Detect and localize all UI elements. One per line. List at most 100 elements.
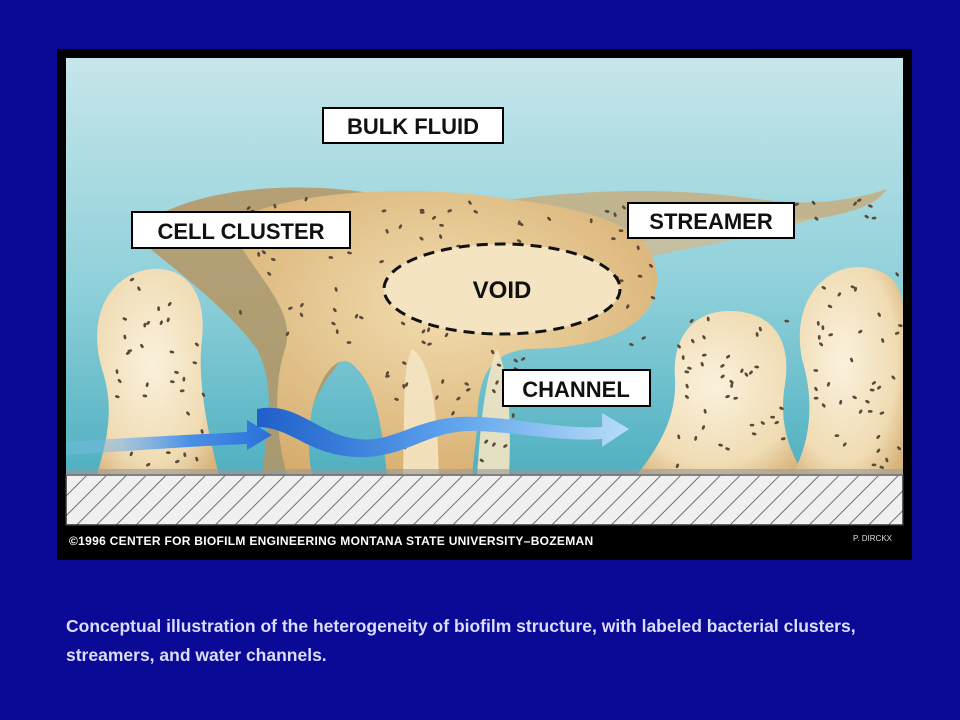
bacterial-cell xyxy=(689,318,694,323)
void-outline xyxy=(382,242,622,336)
bacterial-cell xyxy=(267,271,272,276)
cell-cluster-label: CELL CLUSTER xyxy=(157,219,324,244)
bacterial-cell xyxy=(813,369,819,372)
bacterial-cell xyxy=(891,375,896,380)
bacterial-cell xyxy=(852,395,857,400)
bacterial-cell xyxy=(867,409,873,413)
bacterial-cell xyxy=(876,434,881,439)
bacterial-cell xyxy=(650,296,656,300)
bacterial-cell xyxy=(447,209,452,213)
bacterial-cell xyxy=(169,350,175,354)
bacterial-cell xyxy=(857,198,862,203)
bacterial-cell xyxy=(794,202,799,206)
bacterial-cell xyxy=(270,257,276,262)
bacterial-cell xyxy=(881,338,885,343)
bacterial-cell xyxy=(402,361,407,365)
bacterial-cell xyxy=(513,358,518,363)
bacterial-cell xyxy=(381,209,387,213)
bacterial-cell xyxy=(684,370,690,374)
bacterial-cell xyxy=(331,321,336,326)
bacterial-cell xyxy=(780,437,786,441)
bacterial-cell xyxy=(347,251,352,255)
bacterial-cell xyxy=(733,396,738,400)
channel-label: CHANNEL xyxy=(522,377,630,402)
bacterial-cell xyxy=(811,200,816,205)
bacterial-cell xyxy=(858,329,863,334)
bacterial-cell xyxy=(239,310,242,315)
bacterial-cell xyxy=(858,409,863,414)
bacterial-cell xyxy=(816,321,820,326)
bacterial-cell xyxy=(200,429,204,434)
bacterial-cell xyxy=(864,214,869,219)
bacterial-cell xyxy=(404,382,409,387)
copyright-credit: ©1996 CENTER FOR BIOFILM ENGINEERING MON… xyxy=(69,534,593,548)
bacterial-cell xyxy=(114,395,120,399)
bacterial-cell xyxy=(427,327,431,333)
bacterial-cell xyxy=(511,413,515,418)
bacterial-cell xyxy=(885,457,889,463)
bacterial-cell xyxy=(517,239,522,243)
bacterial-cell xyxy=(354,313,359,319)
bacterial-cells xyxy=(114,196,903,469)
bacterial-cell xyxy=(492,442,496,447)
bacterial-cell xyxy=(473,210,478,214)
label-streamer: STREAMER xyxy=(627,202,795,239)
bacterial-cell xyxy=(421,340,426,345)
bacterial-cell xyxy=(641,336,646,340)
bacterial-cell xyxy=(749,423,755,427)
bacterial-cell xyxy=(261,250,266,255)
bacterial-cell xyxy=(701,353,707,357)
bacterial-cell xyxy=(288,306,293,310)
bacterial-cell xyxy=(183,452,187,458)
bacterial-cell xyxy=(427,342,432,346)
bacterial-cell xyxy=(681,355,685,360)
bacterial-cell xyxy=(398,224,403,229)
bacterial-cell xyxy=(834,434,840,438)
bacterial-cell xyxy=(146,462,151,467)
bacterial-cell xyxy=(166,317,170,323)
bacterial-cell xyxy=(547,216,552,221)
bacterial-cell xyxy=(385,228,389,234)
flow-arrow-left xyxy=(66,420,272,455)
bacterial-cell xyxy=(186,411,190,416)
bacterial-cell xyxy=(725,447,730,451)
flow-arrow-channel xyxy=(257,407,629,458)
bacterial-cell xyxy=(819,342,824,347)
bacterial-cell xyxy=(379,260,384,264)
bacterial-cell xyxy=(814,216,819,221)
bacterial-cell xyxy=(419,236,424,241)
bacterial-cell xyxy=(685,383,689,389)
bacterial-cell xyxy=(246,206,251,211)
bacterial-cell xyxy=(300,302,304,308)
bacterial-cell xyxy=(385,371,389,376)
bacterial-cell xyxy=(495,380,499,385)
bacterial-cell xyxy=(694,436,698,441)
bacterial-cell xyxy=(490,349,495,355)
bacterial-cell xyxy=(503,444,508,448)
bacterial-cell xyxy=(117,378,122,384)
bulk-fluid-label: BULK FLUID xyxy=(347,114,479,139)
bacterial-cell xyxy=(729,380,734,384)
bacterial-cell xyxy=(334,287,338,292)
bacterial-cell xyxy=(174,370,179,374)
bacterial-cell xyxy=(359,315,364,320)
bacterial-cell xyxy=(192,361,198,365)
bacterial-cell xyxy=(439,234,443,239)
bacterial-cell xyxy=(868,204,873,208)
bacterial-cell xyxy=(621,205,626,210)
bacterial-cell xyxy=(175,460,180,464)
streamer-label: STREAMER xyxy=(649,209,773,234)
bacterial-cell xyxy=(700,361,704,367)
bacterial-cell xyxy=(726,354,731,359)
bacterial-cell xyxy=(636,245,640,251)
bacterial-cell xyxy=(675,463,679,469)
bacterial-cell xyxy=(896,446,902,451)
bacterial-cell xyxy=(720,374,725,379)
bacterial-cell xyxy=(444,332,449,338)
bacterial-cell xyxy=(435,395,439,400)
bacterial-cell xyxy=(159,320,163,325)
bacterial-cell xyxy=(748,370,753,375)
bacterial-cell xyxy=(140,343,144,349)
bacterial-cell xyxy=(335,329,339,334)
bacterial-cell xyxy=(839,399,843,405)
